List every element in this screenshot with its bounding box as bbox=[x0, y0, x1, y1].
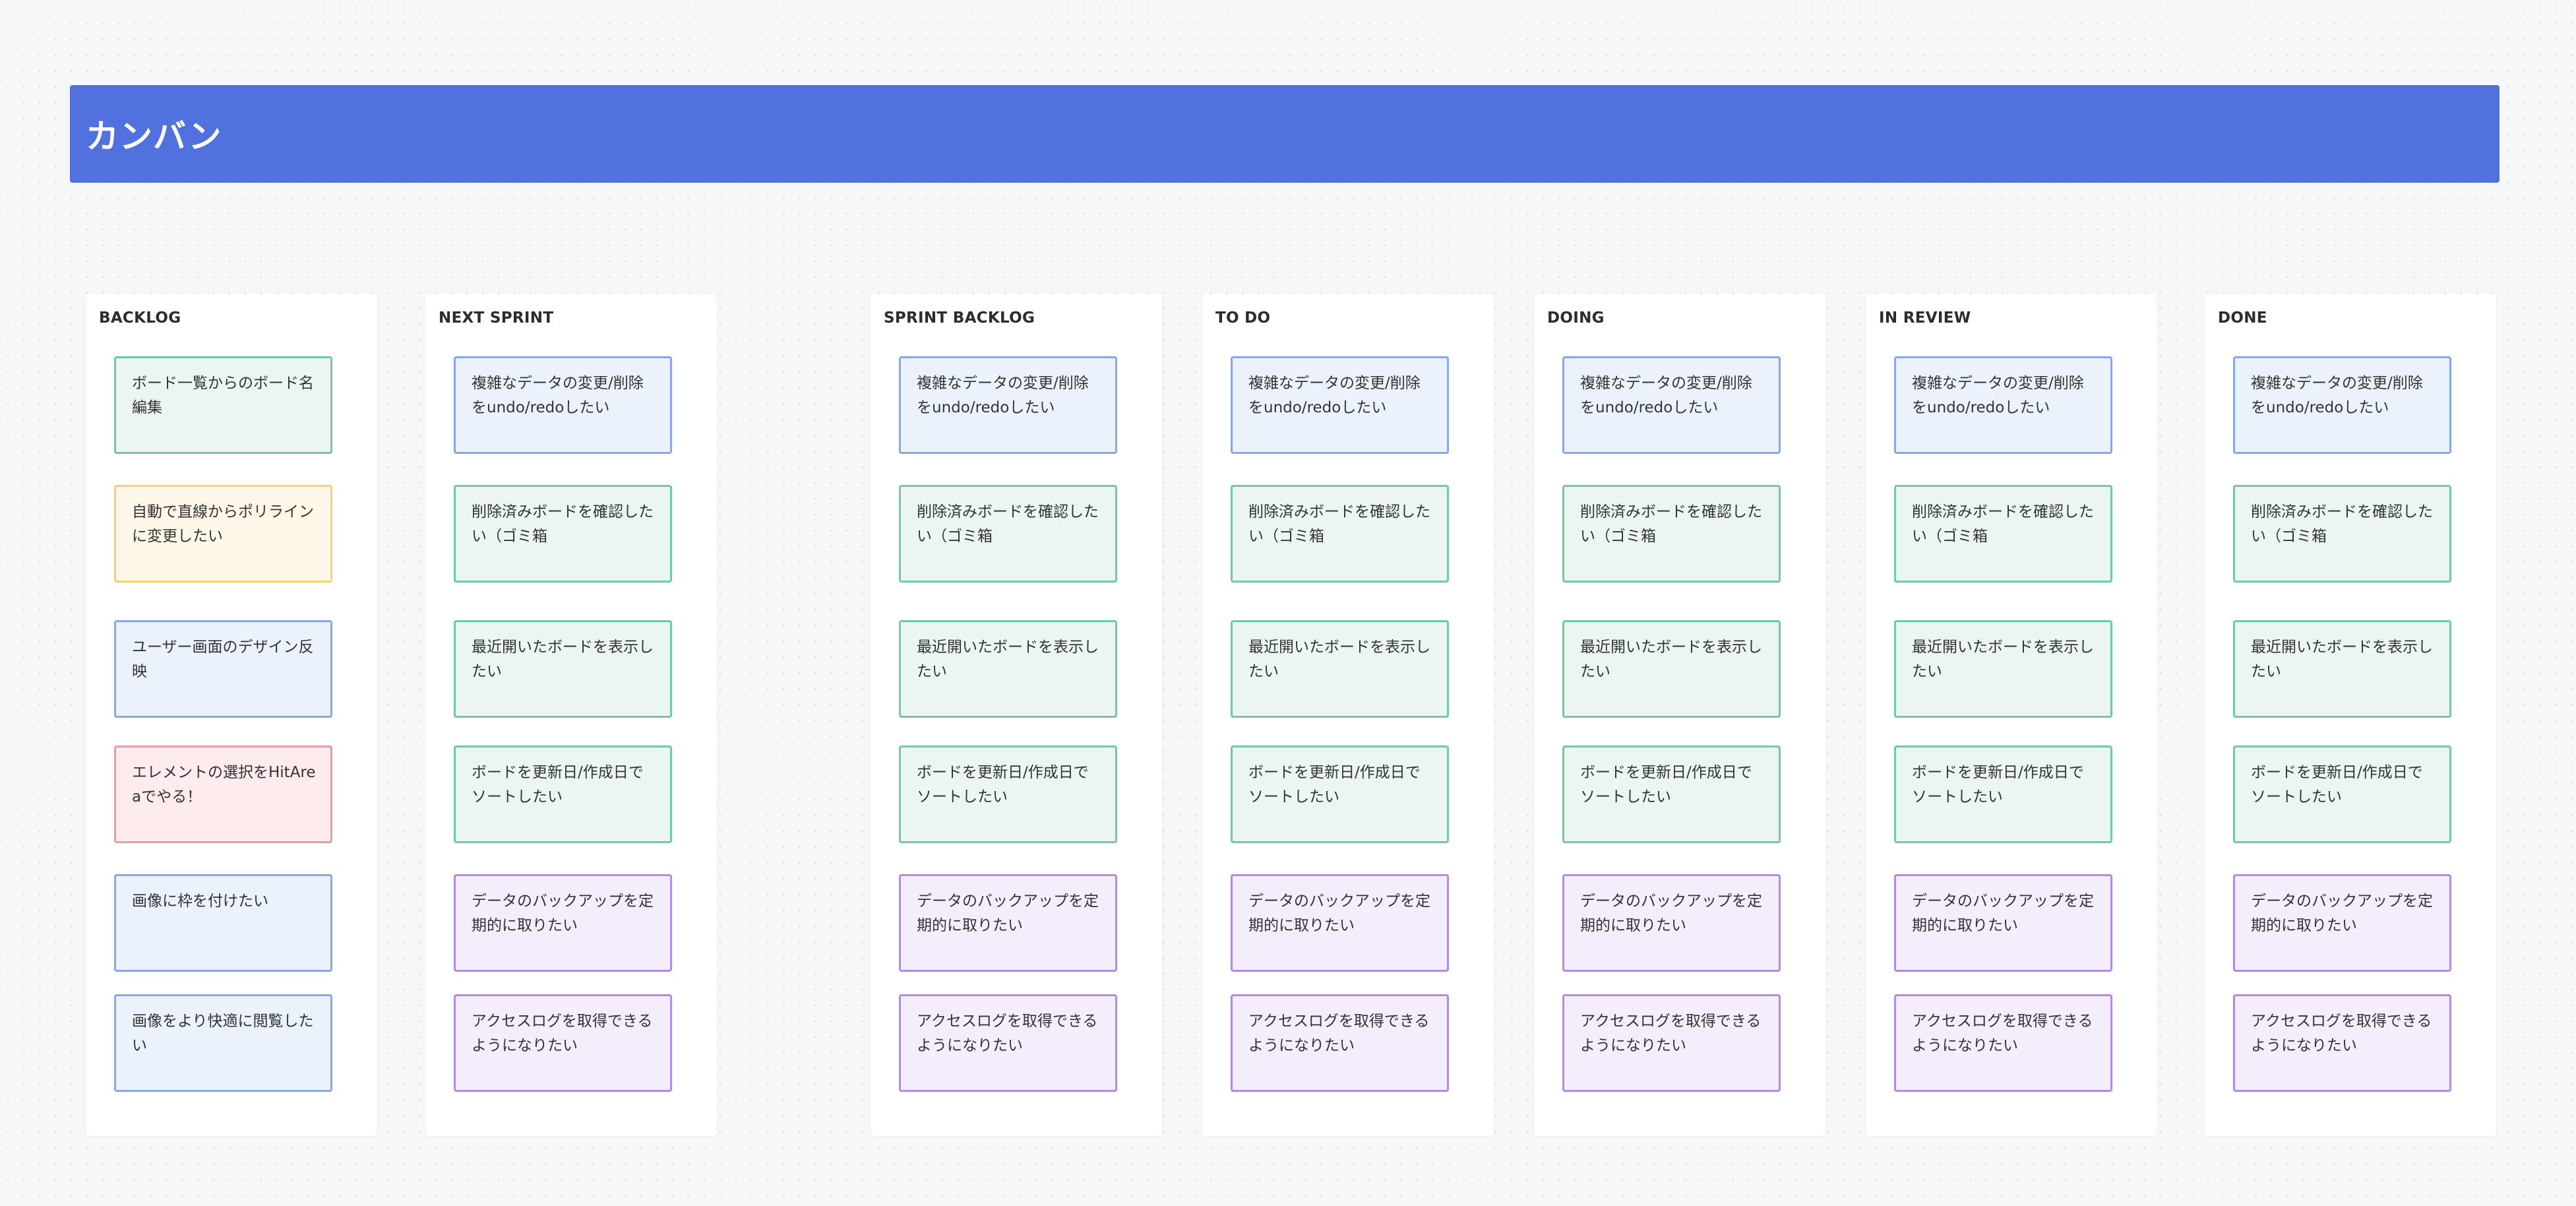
card[interactable]: アクセスログを取得できるようになりたい bbox=[454, 994, 672, 1092]
column-next-sprint: NEXT SPRINT 複雑なデータの変更/削除をundo/redoしたい削除済み… bbox=[425, 294, 717, 1136]
column-title: IN REVIEW bbox=[1879, 309, 1971, 327]
card[interactable]: 複雑なデータの変更/削除をundo/redoしたい bbox=[1231, 356, 1449, 454]
column-done: DONE 複雑なデータの変更/削除をundo/redoしたい削除済みボードを確認し… bbox=[2205, 294, 2496, 1136]
card[interactable]: 削除済みボードを確認したい（ゴミ箱 bbox=[1562, 485, 1781, 583]
card[interactable]: 最近開いたボードを表示したい bbox=[899, 620, 1117, 718]
card[interactable]: 自動で直線からポリラインに変更したい bbox=[114, 485, 332, 583]
card[interactable]: アクセスログを取得できるようになりたい bbox=[899, 994, 1117, 1092]
column-title: TO DO bbox=[1215, 309, 1271, 327]
board-title: カンバン bbox=[86, 117, 222, 156]
card[interactable]: エレメントの選択をHitAreaでやる！ bbox=[114, 746, 332, 843]
column-doing: DOING 複雑なデータの変更/削除をundo/redoしたい削除済みボードを確認… bbox=[1534, 294, 1825, 1136]
column-title: SPRINT BACKLOG bbox=[884, 309, 1035, 327]
card[interactable]: 削除済みボードを確認したい（ゴミ箱 bbox=[454, 485, 672, 583]
card[interactable]: 複雑なデータの変更/削除をundo/redoしたい bbox=[1562, 356, 1781, 454]
card[interactable]: 複雑なデータの変更/削除をundo/redoしたい bbox=[1894, 356, 2112, 454]
board-header: カンバン bbox=[70, 85, 2499, 183]
card[interactable]: 複雑なデータの変更/削除をundo/redoしたい bbox=[899, 356, 1117, 454]
card[interactable]: 画像に枠を付けたい bbox=[114, 874, 332, 972]
card[interactable]: データのバックアップを定期的に取りたい bbox=[1231, 874, 1449, 972]
column-to-do: TO DO 複雑なデータの変更/削除をundo/redoしたい削除済みボードを確認… bbox=[1202, 294, 1494, 1136]
card[interactable]: ボードを更新日/作成日でソートしたい bbox=[1894, 746, 2112, 843]
card[interactable]: ボードを更新日/作成日でソートしたい bbox=[899, 746, 1117, 843]
card[interactable]: アクセスログを取得できるようになりたい bbox=[1894, 994, 2112, 1092]
card[interactable]: データのバックアップを定期的に取りたい bbox=[1894, 874, 2112, 972]
card[interactable]: 削除済みボードを確認したい（ゴミ箱 bbox=[2233, 485, 2451, 583]
column-backlog: BACKLOG ボード一覧からのボード名編集自動で直線からポリラインに変更したいユ… bbox=[86, 294, 377, 1136]
card[interactable]: アクセスログを取得できるようになりたい bbox=[2233, 994, 2451, 1092]
card[interactable]: 最近開いたボードを表示したい bbox=[454, 620, 672, 718]
card[interactable]: データのバックアップを定期的に取りたい bbox=[1562, 874, 1781, 972]
card[interactable]: 最近開いたボードを表示したい bbox=[1231, 620, 1449, 718]
card[interactable]: 削除済みボードを確認したい（ゴミ箱 bbox=[1894, 485, 2112, 583]
card[interactable]: ボードを更新日/作成日でソートしたい bbox=[2233, 746, 2451, 843]
card[interactable]: 複雑なデータの変更/削除をundo/redoしたい bbox=[454, 356, 672, 454]
card[interactable]: データのバックアップを定期的に取りたい bbox=[454, 874, 672, 972]
card[interactable]: ボード一覧からのボード名編集 bbox=[114, 356, 332, 454]
card[interactable]: ボードを更新日/作成日でソートしたい bbox=[1562, 746, 1781, 843]
card[interactable]: データのバックアップを定期的に取りたい bbox=[2233, 874, 2451, 972]
column-title: NEXT SPRINT bbox=[439, 309, 554, 327]
column-title: BACKLOG bbox=[99, 309, 181, 327]
card[interactable]: アクセスログを取得できるようになりたい bbox=[1231, 994, 1449, 1092]
card[interactable]: 最近開いたボードを表示したい bbox=[2233, 620, 2451, 718]
card[interactable]: 削除済みボードを確認したい（ゴミ箱 bbox=[899, 485, 1117, 583]
card[interactable]: ユーザー画面のデザイン反映 bbox=[114, 620, 332, 718]
column-sprint-backlog: SPRINT BACKLOG 複雑なデータの変更/削除をundo/redoしたい削… bbox=[871, 294, 1162, 1136]
card[interactable]: アクセスログを取得できるようになりたい bbox=[1562, 994, 1781, 1092]
card[interactable]: 最近開いたボードを表示したい bbox=[1894, 620, 2112, 718]
card[interactable]: データのバックアップを定期的に取りたい bbox=[899, 874, 1117, 972]
card[interactable]: ボードを更新日/作成日でソートしたい bbox=[454, 746, 672, 843]
card[interactable]: 削除済みボードを確認したい（ゴミ箱 bbox=[1231, 485, 1449, 583]
card[interactable]: 最近開いたボードを表示したい bbox=[1562, 620, 1781, 718]
card[interactable]: ボードを更新日/作成日でソートしたい bbox=[1231, 746, 1449, 843]
column-title: DOING bbox=[1547, 309, 1605, 327]
card[interactable]: 複雑なデータの変更/削除をundo/redoしたい bbox=[2233, 356, 2451, 454]
column-title: DONE bbox=[2218, 309, 2267, 327]
column-in-review: IN REVIEW 複雑なデータの変更/削除をundo/redoしたい削除済みボー… bbox=[1866, 294, 2157, 1136]
card[interactable]: 画像をより快適に閲覧したい bbox=[114, 994, 332, 1092]
